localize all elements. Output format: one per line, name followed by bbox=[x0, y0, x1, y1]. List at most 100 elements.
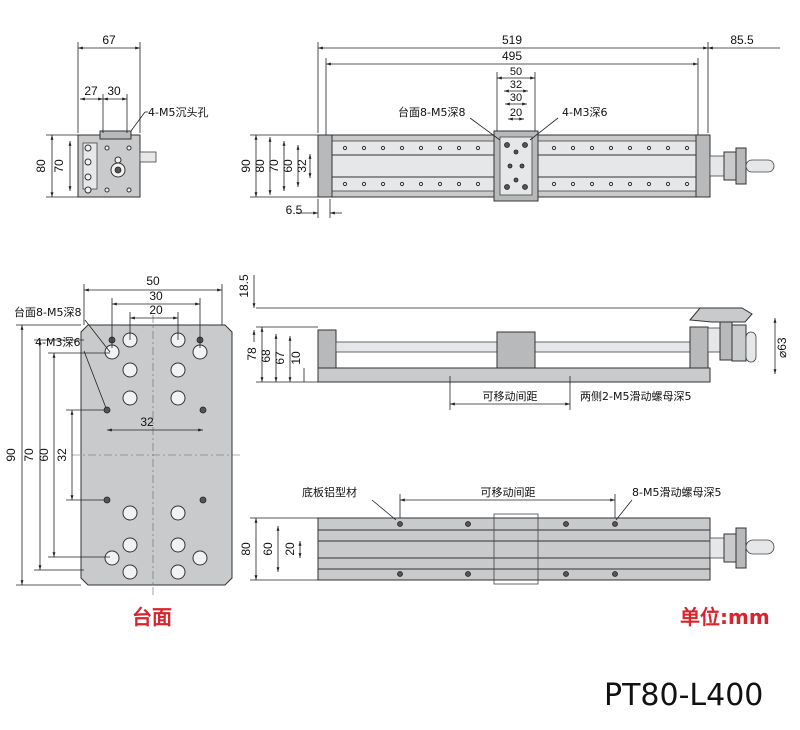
rail-hole bbox=[646, 145, 652, 151]
bottom-carriage-outline bbox=[493, 513, 539, 585]
label-base-profile: 底板铝型材 bbox=[302, 485, 357, 499]
model-number: PT80-L400 bbox=[604, 678, 763, 713]
label-plate-table-m5: 台面8-M5深8 bbox=[14, 305, 81, 319]
dim-front-70: 70 bbox=[52, 159, 66, 173]
top-view: 519 85.5 495 50 32 30 20 台面8-M5深8 4-M3深6… bbox=[239, 33, 780, 218]
dim-top-90: 90 bbox=[239, 159, 253, 173]
dim-top-70: 70 bbox=[267, 159, 281, 173]
rail-hole bbox=[437, 181, 443, 187]
front-hole bbox=[126, 145, 132, 151]
dim-front-27: 27 bbox=[84, 84, 98, 98]
rail-hole bbox=[589, 181, 595, 187]
rail-hole bbox=[399, 145, 405, 151]
plate-m3-hole bbox=[199, 496, 207, 504]
dim-plate-70: 70 bbox=[22, 448, 36, 462]
dim-top-30: 30 bbox=[510, 92, 522, 104]
label-travel-side: 可移动间距 bbox=[483, 390, 538, 403]
rail-hole bbox=[418, 145, 424, 151]
bottom-view: 可移动间距 底板铝型材 8-M5滑动螺母深5 80 60 20 bbox=[239, 485, 775, 585]
rail-hole bbox=[418, 181, 424, 187]
front-hole bbox=[84, 158, 92, 166]
top-crank-knob bbox=[745, 159, 775, 173]
front-hole bbox=[126, 187, 132, 193]
dim-top-50: 50 bbox=[510, 66, 522, 78]
bottom-crank-knob bbox=[745, 539, 775, 555]
plate-m5-hole bbox=[122, 564, 138, 580]
top-end-block-left bbox=[317, 134, 333, 198]
label-table-m5: 台面8-M5深8 bbox=[398, 105, 465, 119]
rail-hole bbox=[342, 145, 348, 151]
top-rail-holes bbox=[342, 145, 690, 187]
slide-nut-hole bbox=[612, 521, 618, 527]
rail-hole bbox=[399, 181, 405, 187]
plate-m3-hole bbox=[103, 496, 111, 504]
side-knob bbox=[745, 331, 757, 363]
plate-m5-hole bbox=[122, 505, 138, 521]
side-end-right bbox=[689, 326, 709, 371]
plate-m5-hole bbox=[122, 537, 138, 553]
rail-hole bbox=[361, 181, 367, 187]
dim-top-85-5: 85.5 bbox=[730, 33, 754, 47]
dim-top-495: 495 bbox=[502, 49, 522, 63]
label-travel-bottom: 可移动间距 bbox=[481, 486, 536, 499]
dim-top-20: 20 bbox=[510, 107, 522, 119]
plate-m5-hole bbox=[170, 390, 186, 406]
front-hole bbox=[84, 186, 92, 194]
rail-hole bbox=[551, 145, 557, 151]
slide-nut-hole bbox=[612, 571, 618, 577]
rail-hole bbox=[570, 145, 576, 151]
rail-hole bbox=[570, 181, 576, 187]
slide-nut-hole bbox=[465, 521, 471, 527]
bottom-shaft bbox=[709, 537, 725, 559]
rail-hole bbox=[589, 145, 595, 151]
side-handwheel bbox=[719, 321, 733, 361]
rail-hole bbox=[456, 181, 462, 187]
rail-hole bbox=[380, 181, 386, 187]
side-handle bbox=[689, 307, 753, 323]
front-hole bbox=[84, 173, 92, 181]
dim-side-67: 67 bbox=[273, 351, 287, 365]
front-hole bbox=[104, 145, 110, 151]
top-handwheel-rim bbox=[735, 147, 747, 185]
rail-hole bbox=[551, 181, 557, 187]
table-caption: 台面 bbox=[132, 605, 172, 629]
rail-hole bbox=[665, 145, 671, 151]
bottom-nut-holes bbox=[397, 521, 618, 577]
plate-m5-hole bbox=[192, 550, 208, 566]
plate-m5-hole bbox=[170, 537, 186, 553]
label-m3: 4-M3深6 bbox=[562, 106, 607, 119]
dim-side-78: 78 bbox=[245, 347, 259, 361]
dim-top-6-5: 6.5 bbox=[286, 203, 303, 217]
side-carriage bbox=[496, 331, 536, 369]
label-bottom-nut: 8-M5滑动螺母深5 bbox=[632, 486, 721, 499]
rail-hole bbox=[608, 145, 614, 151]
dim-side-10: 10 bbox=[289, 351, 303, 365]
rail-hole bbox=[684, 145, 690, 151]
plate-m5-hole bbox=[104, 550, 120, 566]
front-hole bbox=[104, 187, 110, 193]
dim-front-30: 30 bbox=[107, 84, 121, 98]
dim-plate-20: 20 bbox=[149, 303, 163, 317]
front-carriage bbox=[99, 130, 132, 140]
slide-nut-hole bbox=[465, 571, 471, 577]
dim-side-18-5: 18.5 bbox=[237, 274, 251, 298]
plate-m5-hole bbox=[122, 362, 138, 378]
plate-m5-hole bbox=[170, 362, 186, 378]
plate-m3-hole bbox=[199, 406, 207, 414]
dim-top-60: 60 bbox=[281, 159, 295, 173]
diameter-symbol: ⌀ bbox=[775, 351, 789, 358]
side-view: 可移动间距 两侧2-M5滑动螺母深5 18.5 78 68 67 10 ⌀63 bbox=[237, 274, 789, 410]
dim-bottom-80: 80 bbox=[239, 542, 253, 556]
slide-nut-hole bbox=[397, 521, 403, 527]
bottom-base-profile bbox=[317, 517, 711, 581]
dim-bottom-60: 60 bbox=[261, 542, 275, 556]
top-shaft bbox=[709, 155, 725, 177]
side-handwheel-rim bbox=[731, 324, 747, 362]
plate-m5-hole bbox=[122, 390, 138, 406]
dim-front-80: 80 bbox=[34, 159, 48, 173]
side-shaft bbox=[707, 327, 721, 353]
rail-hole bbox=[684, 181, 690, 187]
plate-m3-hole bbox=[103, 406, 111, 414]
front-end-view: 67 27 30 80 70 4-M5沉头孔 bbox=[34, 33, 208, 198]
